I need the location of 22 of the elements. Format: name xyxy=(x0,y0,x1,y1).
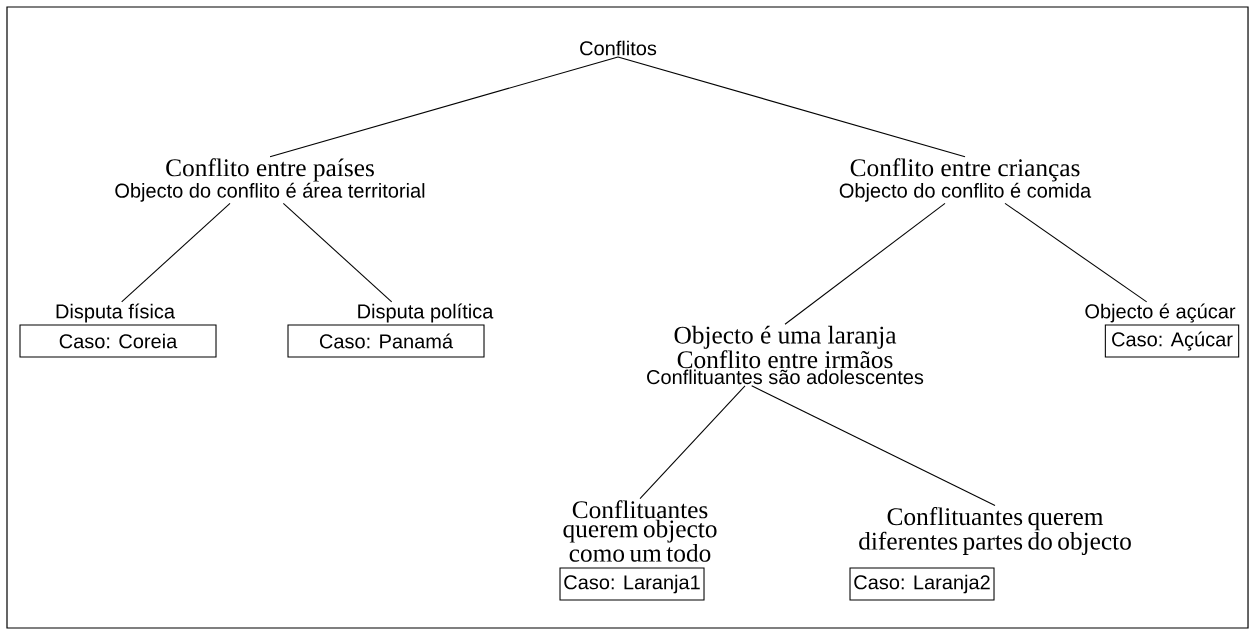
label-text: Objecto é uma laranja Conflito entre irmãos Conflituantes são adolescentes xyxy=(647,325,924,385)
connector-line xyxy=(784,202,946,325)
connector-line xyxy=(282,202,393,303)
label-text: Conflito entre países Objecto do conflito é área territorial xyxy=(115,158,425,202)
case-box: Caso: Laranja2 xyxy=(849,567,995,601)
connector-line xyxy=(751,385,996,507)
case-box: Caso: Açúcar xyxy=(1104,324,1240,358)
label-text: Objecto é açúcar xyxy=(1085,303,1236,323)
label-text: Disputa política xyxy=(358,303,494,323)
connector-line xyxy=(639,385,746,500)
connector-line xyxy=(1004,202,1148,303)
case-box: Caso: Coreia xyxy=(19,324,217,358)
connector-line xyxy=(269,56,619,158)
case-box: Caso: Panamá xyxy=(287,324,485,358)
case-box: Caso: Laranja1 xyxy=(559,567,705,601)
label-text: Conflituantes querem diferentes partes do objecto xyxy=(859,507,1131,555)
connector-line xyxy=(617,56,966,158)
label-text: Conflito entre crianças Objecto do conflito é comida xyxy=(839,158,1092,202)
connector-line xyxy=(121,202,231,303)
label-text: Disputa física xyxy=(56,303,175,323)
label-text: Conflituantes querem objecto como um todo xyxy=(563,500,717,562)
label-text: Conflitos xyxy=(580,40,657,56)
